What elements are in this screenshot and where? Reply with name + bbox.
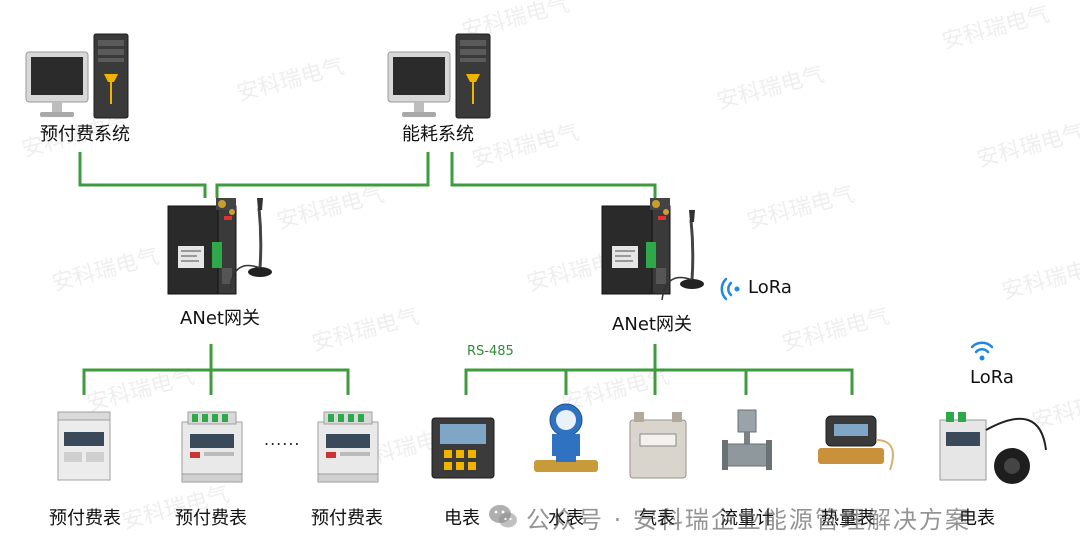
link-prepaid-system-to-left-gateway	[78, 152, 207, 198]
wechat-icon	[489, 505, 517, 528]
prepaid-meter-device	[181, 411, 243, 483]
prepaid-meter-label: 预付费表	[311, 508, 383, 529]
link-energy-system-to-left-gateway	[215, 152, 430, 198]
ellipsis: ......	[264, 430, 301, 449]
gas-meter-label: 气表	[639, 508, 675, 529]
prepaid-meter-label: 预付费表	[175, 508, 247, 529]
desktop-computer-icon	[387, 33, 491, 119]
water-meter-label: 水表	[548, 508, 584, 529]
electric-meter-label: 电表	[444, 508, 480, 529]
connection-lines	[78, 152, 854, 395]
prepaid-meter-device	[57, 411, 111, 481]
prepaid-meter-device	[317, 411, 379, 483]
lora-electric-meter-device	[939, 412, 1047, 484]
electric-meter-device	[431, 417, 495, 479]
left-bus	[82, 368, 350, 395]
desktop-computer-icon	[25, 33, 129, 119]
rs485-bus	[464, 368, 854, 395]
wechat-footer: 公众号 · 安科瑞企业能源管理解决方案	[488, 500, 971, 534]
gas-meter-device	[629, 412, 687, 479]
wifi-signal-icon	[720, 277, 740, 301]
prepaid-meter-label: 预付费表	[49, 508, 121, 529]
link-energy-system-to-right-gateway	[450, 152, 657, 198]
gateway-lora-label: LoRa	[748, 277, 792, 298]
heat-meter-label: 热量表	[821, 508, 875, 529]
lora-electric-meter-label: 电表	[959, 508, 995, 529]
right-gateway-label: ANet网关	[612, 314, 692, 335]
meter-lora-label: LoRa	[970, 367, 1014, 388]
water-meter-device	[534, 403, 598, 472]
gateway-device-icon	[167, 197, 237, 295]
gateway-device-icon	[601, 197, 671, 295]
footer-text: 公众号 · 安科瑞企业能源管理解决方案	[526, 505, 971, 534]
left-gateway-label: ANet网关	[180, 308, 260, 329]
energy-system-label: 能耗系统	[402, 124, 474, 145]
rs485-bus-label: RS-485	[467, 344, 514, 359]
flow-meter-label: 流量计	[720, 508, 774, 529]
prepaid-system-label: 预付费系统	[40, 124, 130, 145]
flow-meter-device	[722, 409, 772, 470]
wifi-signal-icon	[970, 341, 994, 361]
heat-meter-device	[818, 415, 894, 471]
